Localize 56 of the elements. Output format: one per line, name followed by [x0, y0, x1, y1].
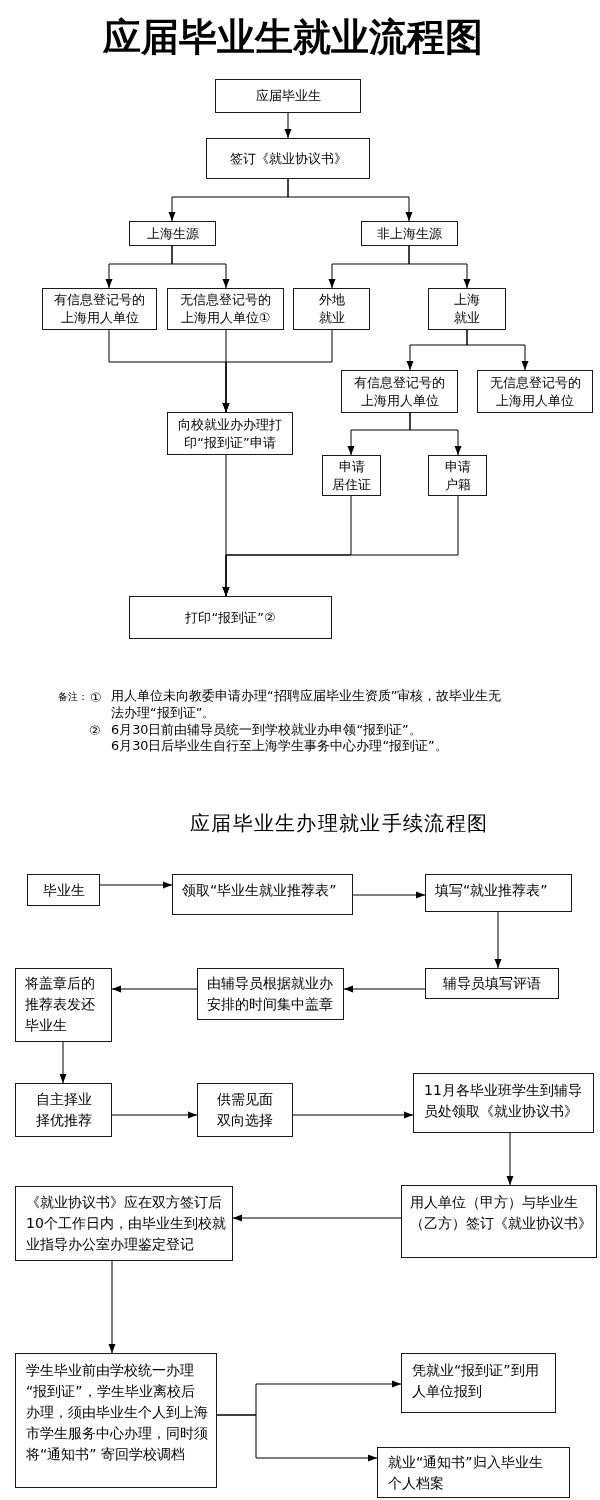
- process-box: 打印“报到证”②: [129, 596, 332, 639]
- chart-heading: 应届毕业生办理就业手续流程图: [190, 811, 489, 835]
- arrow: [216, 1414, 378, 1462]
- arrow: [232, 1214, 402, 1222]
- note-text: 用人单位未向教委申请办理“招聘应届毕业生资质”审核，故毕业生无法办理“报到证”。: [111, 688, 503, 721]
- process-box: 无信息登记号的上海用人单位: [477, 370, 593, 413]
- arrow: [466, 329, 529, 371]
- process-box: 11月各毕业班学生到辅导员处领取《就业协议书》: [413, 1073, 594, 1133]
- process-box: 申请户籍: [428, 455, 487, 496]
- arrow: [292, 1111, 414, 1119]
- arrow: [111, 1111, 198, 1119]
- process-box: 有信息登记号的上海用人单位: [341, 370, 458, 413]
- process-box: 非上海生源: [361, 221, 458, 246]
- process-box: 凭就业“报到证”到用人单位报到: [401, 1353, 556, 1413]
- note-text: 6月30日前由辅导员统一到学校就业办申领“报到证”。: [111, 721, 422, 738]
- process-box: 上海生源: [129, 221, 216, 246]
- arrow: [222, 495, 459, 597]
- page-title: 应届毕业生就业流程图: [103, 15, 483, 59]
- process-box: 《就业协议书》应在双方签订后10个工作日内，由毕业生到校就业指导办公室办理鉴定登记: [15, 1186, 233, 1261]
- arrow: [59, 1041, 67, 1084]
- arrow: [99, 881, 173, 889]
- note-number: ②: [89, 721, 101, 739]
- process-box: 供需见面双向选择: [197, 1083, 293, 1137]
- process-box: 无信息登记号的上海用人单位①: [167, 288, 284, 330]
- process-box: 应届毕业生: [215, 79, 361, 113]
- process-box: 领取“毕业生就业推荐表”: [172, 874, 353, 915]
- arrow: [287, 178, 413, 222]
- process-box: 向校就业办办理打印“报到证”申请: [167, 412, 293, 455]
- note-number: ①: [90, 688, 102, 706]
- note-text: 6月30日后毕业生自行至上海学生事务中心办理“报到证”。: [111, 738, 448, 755]
- process-box: 学生毕业前由学校统一办理“报到证”，学生毕业离校后办理，须由毕业生个人到上海市学生服务中心办理，同时须将“通知书” 寄回学校调档: [15, 1353, 217, 1488]
- arrow: [171, 245, 230, 289]
- process-box: 就业“通知书”归入毕业生个人档案: [377, 1447, 570, 1498]
- process-box: 自主择业择优推荐: [15, 1083, 112, 1137]
- arrow: [111, 985, 198, 993]
- arrow: [494, 911, 502, 969]
- process-box: 由辅导员根据就业办安排的时间集中盖章: [197, 968, 344, 1020]
- process-box: 申请居住证: [322, 455, 381, 496]
- arrow: [352, 891, 426, 899]
- arrow: [506, 1132, 514, 1186]
- process-box: 用人单位（甲方）与毕业生（乙方）签订《就业协议书》: [401, 1185, 597, 1258]
- process-box: 签订《就业协议书》: [206, 138, 370, 179]
- arrow: [222, 329, 333, 413]
- process-box: 毕业生: [27, 874, 100, 906]
- arrow: [284, 112, 292, 139]
- process-box: 将盖章后的推荐表发还毕业生: [15, 968, 112, 1042]
- process-box: 填写“就业推荐表”: [425, 874, 572, 912]
- process-box: 外地就业: [293, 288, 370, 330]
- arrow: [408, 245, 471, 289]
- arrow: [343, 985, 426, 993]
- note-heading: 备注：: [58, 690, 88, 704]
- process-box: 上海就业: [428, 288, 506, 330]
- process-box: 有信息登记号的上海用人单位: [42, 288, 157, 330]
- arrow: [108, 1260, 116, 1354]
- arrow: [409, 412, 462, 456]
- process-box: 辅导员填写评语: [425, 968, 559, 999]
